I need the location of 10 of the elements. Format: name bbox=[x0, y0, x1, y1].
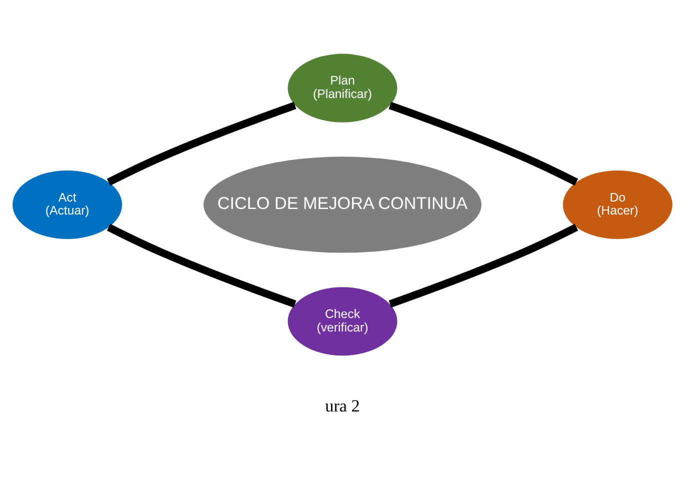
node-ellipse: CICLO DE MEJORA CONTINUA bbox=[204, 156, 482, 253]
connector bbox=[388, 224, 578, 308]
connector bbox=[106, 102, 296, 186]
node-ellipse: Act (Actuar) bbox=[12, 170, 122, 239]
node-ellipse: Plan (Planificar) bbox=[288, 54, 398, 122]
connector bbox=[388, 102, 578, 186]
connector bbox=[106, 224, 296, 308]
label: ura 2 bbox=[325, 396, 360, 416]
node-ellipse: Do (Hacer) bbox=[562, 170, 672, 239]
node-ellipse: Check (verificar) bbox=[288, 287, 398, 356]
